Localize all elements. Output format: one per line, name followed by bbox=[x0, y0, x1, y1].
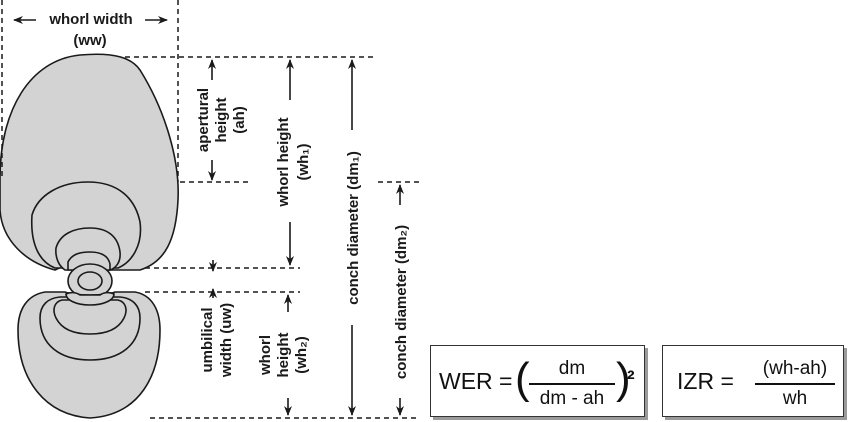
wer-fraction-bar bbox=[529, 383, 615, 385]
izr-formula-box: IZR = (wh-ah) wh bbox=[662, 345, 844, 417]
whorl-height-2-label-1: whorl bbox=[257, 335, 274, 376]
wer-fraction: dm dm - ah bbox=[529, 358, 615, 410]
whorl-height-2-label-2: height bbox=[275, 333, 292, 378]
whorl-height-2-measure: whorl height (wh₂) bbox=[257, 294, 310, 416]
conch-diameter-2-label: conch diameter (dm₂) bbox=[393, 225, 410, 379]
whorl-height-2-label-3: (wh₂) bbox=[293, 336, 310, 374]
reference-lines bbox=[1, 0, 420, 419]
protoconch-inner bbox=[77, 271, 103, 291]
whorl-height-1-abbr: (wh₁) bbox=[295, 143, 312, 180]
conch-diameter-1-label: conch diameter (dm₁) bbox=[345, 151, 362, 305]
whorl-height-1-label: whorl height bbox=[275, 117, 292, 207]
wer-formula-box: WER = ( dm dm - ah ) ² bbox=[430, 345, 645, 417]
apertural-height-label-2: height bbox=[213, 98, 230, 143]
izr-lhs: IZR = bbox=[677, 368, 734, 394]
umbilical-width-label-1: umbilical bbox=[199, 307, 216, 372]
whorl-width-abbr: (ww) bbox=[73, 32, 106, 49]
apertural-height-label-1: apertural bbox=[195, 88, 212, 152]
umbilical-width-measure: umbilical width (uw) bbox=[199, 260, 235, 378]
whorl-width-label: whorl width bbox=[48, 11, 132, 28]
wer-lhs: WER = bbox=[439, 368, 513, 394]
conch-diameter-2-measure: conch diameter (dm₂) bbox=[393, 184, 410, 416]
umbilical-width-label-2: width (uw) bbox=[218, 303, 235, 378]
wer-open-paren: ( bbox=[515, 354, 530, 403]
izr-fraction-bar bbox=[755, 383, 835, 385]
whorl-height-1-measure: whorl height (wh₁) bbox=[275, 59, 312, 266]
apertural-height-measure: apertural height (ah) bbox=[195, 59, 248, 181]
whorl-width-measure: whorl width (ww) bbox=[13, 11, 168, 49]
shell-cross-section bbox=[0, 53, 179, 419]
conch-diameter-1-measure: conch diameter (dm₁) bbox=[345, 59, 362, 416]
apertural-height-label-3: (ah) bbox=[231, 106, 248, 134]
whorl-3-lower bbox=[53, 299, 127, 335]
inner-whorl-lower bbox=[65, 291, 115, 306]
wer-close-paren: ) bbox=[616, 354, 631, 403]
wer-exponent: ² bbox=[627, 366, 635, 392]
izr-fraction: (wh-ah) wh bbox=[755, 358, 835, 410]
izr-denominator: wh bbox=[782, 387, 808, 409]
wer-denominator: dm - ah bbox=[539, 387, 605, 409]
wer-numerator: dm bbox=[558, 358, 586, 379]
izr-numerator: (wh-ah) bbox=[762, 358, 828, 379]
